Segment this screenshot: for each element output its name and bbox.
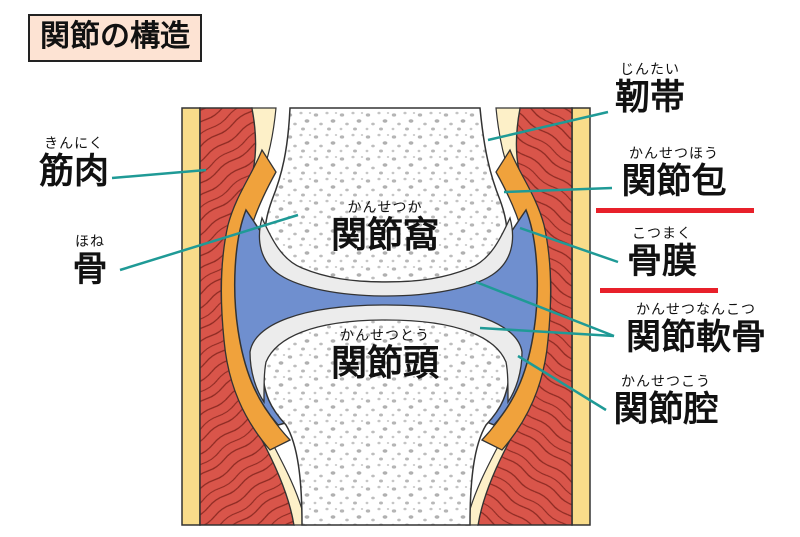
label-kansetsuhou: かんせつほう 関節包 [604,146,744,202]
pointer-lines [111,110,619,412]
text-kansetsuhou: 関節包 [621,162,727,202]
right-soft-tissue [477,107,591,526]
label-koukou: かんせつこう 関節腔 [604,374,728,430]
label-kotsumaku: こつまく 骨膜 [614,226,710,282]
label-nankotsu: かんせつなんこつ 関節軟骨 [612,302,780,358]
ruby-nankotsu: かんせつなんこつ [636,302,756,318]
pointer-kansetsuhou [503,186,613,194]
pointer-nankotsu-2 [479,326,615,338]
text-kinniku: 筋肉 [38,152,109,192]
upper-cartilage [258,216,514,297]
text-nankotsu: 関節軟骨 [625,318,766,358]
emphasis-underline-kotsumaku [600,288,718,293]
pointer-koukou [517,354,607,412]
text-koukou: 関節腔 [613,390,719,430]
emphasis-underline-kansetsuhou [596,208,754,213]
pointer-nankotsu-1 [475,280,615,338]
pointer-hone [119,213,299,272]
lower-cartilage [249,304,523,405]
ruby-kinniku: きんにく [44,136,104,152]
label-jintai: じんたい 靭帯 [600,62,700,118]
ruby-hone: ほね [75,234,105,250]
text-kansetsutou: 関節頭 [330,343,439,384]
label-kinniku: きんにく 筋肉 [24,136,124,192]
pointer-kinniku [111,168,207,180]
diagram-title: 関節の構造 [28,14,202,62]
text-kotsumaku: 骨膜 [626,242,697,282]
ruby-kotsumaku: こつまく [632,226,692,242]
text-hone: 骨 [72,250,108,290]
ruby-kansetsuka: かんせつか [347,200,423,216]
label-hone: ほね 骨 [60,234,120,290]
label-kansetsutou: かんせつとう 関節頭 [304,328,466,384]
label-kansetsuka: かんせつか 関節窩 [310,200,460,256]
text-jintai: 靭帯 [614,78,685,118]
ruby-jintai: じんたい [620,62,680,78]
pointer-kotsumaku [519,226,619,264]
text-kansetsuka: 関節窩 [330,215,439,256]
pointer-jintai [487,110,609,142]
ruby-kansetsutou: かんせつとう [340,328,430,344]
ruby-koukou: かんせつこう [621,374,711,390]
ruby-kansetsuhou: かんせつほう [629,146,719,162]
